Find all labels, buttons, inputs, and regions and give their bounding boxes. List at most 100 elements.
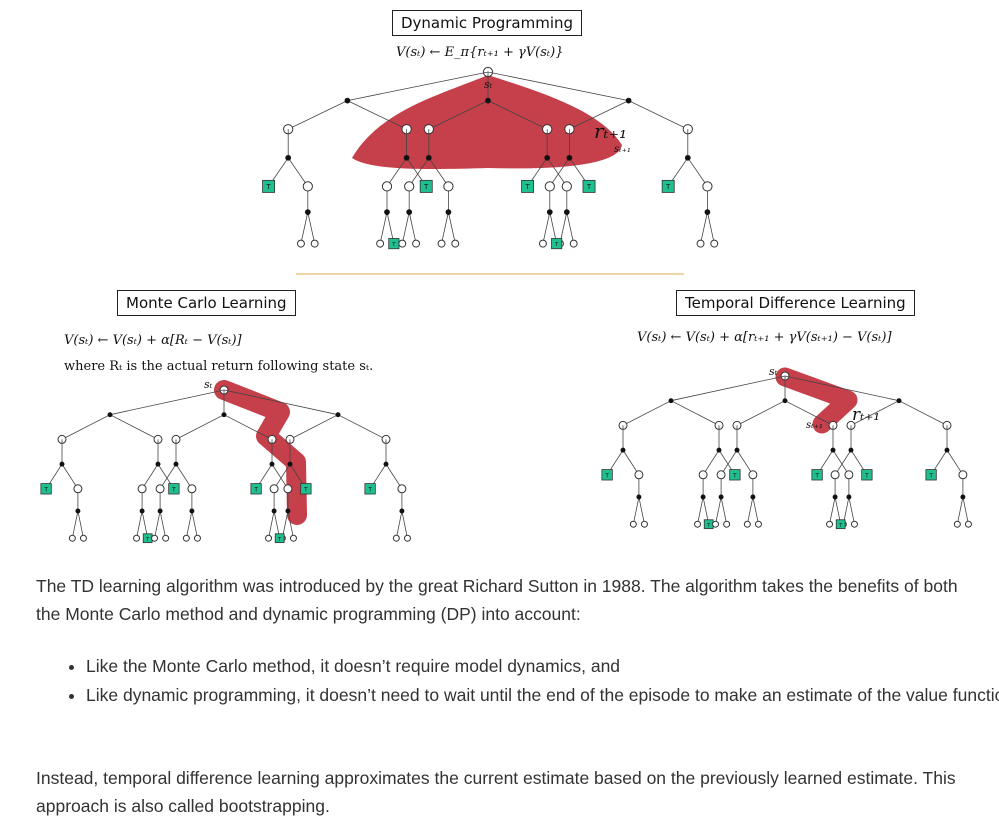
tree-edge <box>687 157 708 187</box>
dp-formula: V(sₜ) ← E_π{rₜ₊₁ + γV(sₜ)} <box>396 45 564 60</box>
state-node <box>754 520 762 528</box>
terminal-node <box>811 469 823 481</box>
tree-edge <box>715 496 722 525</box>
terminal-node <box>300 483 312 495</box>
action-node <box>563 209 570 215</box>
terminal-node <box>262 179 276 193</box>
action-node <box>734 447 740 453</box>
tree-edge <box>71 510 79 539</box>
action-node <box>304 209 311 215</box>
bootstrapping-paragraph: Instead, temporal difference learning ap… <box>36 768 956 816</box>
state-node <box>269 484 279 494</box>
tree-edge <box>632 496 640 525</box>
tree-edge <box>549 157 570 187</box>
state-node <box>437 239 446 248</box>
tree-edge <box>109 389 225 416</box>
tree-edge <box>408 157 430 187</box>
state-node <box>698 470 708 480</box>
state-node <box>743 520 751 528</box>
state-node <box>404 181 415 192</box>
state-node <box>451 239 460 248</box>
tree-edge <box>962 496 969 525</box>
terminal-node <box>551 238 563 250</box>
tree-edge <box>185 510 193 539</box>
tree-edge <box>829 496 836 525</box>
terminal-node <box>40 483 52 495</box>
tree-edge <box>61 414 111 440</box>
action-node <box>846 494 852 500</box>
action-node <box>684 154 691 161</box>
tree-edge <box>848 496 855 525</box>
state-node <box>392 534 400 542</box>
state-node <box>826 520 834 528</box>
action-node <box>445 209 452 215</box>
tree-edge <box>77 510 84 539</box>
tree-edge <box>784 400 834 426</box>
terminal-label: T <box>423 183 429 191</box>
state-node <box>151 534 159 542</box>
terminal-label: T <box>43 487 48 493</box>
action-node <box>285 154 292 161</box>
state-node <box>634 470 644 480</box>
tree-edge <box>622 400 672 426</box>
tree-edge <box>670 375 786 402</box>
tree-edge <box>271 463 289 490</box>
action-node <box>544 154 551 161</box>
action-node <box>399 508 405 514</box>
terminal-node <box>250 483 262 495</box>
tree-edge <box>834 449 852 476</box>
action-node <box>620 447 626 453</box>
action-node <box>344 97 351 104</box>
state-node <box>844 470 854 480</box>
action-node <box>716 447 722 453</box>
action-node <box>566 154 573 161</box>
action-node <box>383 461 389 467</box>
action-node <box>269 461 275 467</box>
tree-edge <box>832 449 850 476</box>
tree-edge <box>288 100 348 130</box>
action-node <box>59 461 65 467</box>
tree-edge <box>175 463 193 490</box>
action-node <box>700 494 706 500</box>
tree-edge <box>542 212 551 244</box>
state-node <box>443 181 454 192</box>
tree-edge <box>702 449 720 476</box>
action-node <box>848 447 854 453</box>
mc-note: where Rₜ is the actual return following … <box>64 359 374 374</box>
tree-edge <box>289 414 339 440</box>
tree-edge <box>487 100 548 130</box>
tree-edge <box>946 449 964 476</box>
tree-edge <box>670 400 720 426</box>
tree-edge <box>401 212 410 244</box>
terminal-node <box>661 179 675 193</box>
tree-edge <box>408 212 417 244</box>
dp-reward-label: rₜ₊₁ <box>594 119 627 143</box>
action-node <box>335 412 341 418</box>
tree-edge <box>191 510 198 539</box>
terminal-label: T <box>253 487 258 493</box>
tree-edge <box>720 496 728 525</box>
action-node <box>636 494 642 500</box>
td-formula: V(sₜ) ← V(sₜ) + α[rₜ₊₁ + γV(sₜ₊₁) − V(sₜ… <box>637 330 892 345</box>
state-node <box>850 520 858 528</box>
state-node <box>696 239 705 248</box>
tree-edge <box>638 496 645 525</box>
state-node <box>137 484 147 494</box>
terminal-label: T <box>838 523 842 529</box>
state-node <box>830 470 840 480</box>
state-node <box>569 239 578 248</box>
terminal-node <box>582 179 596 193</box>
action-node <box>425 154 432 161</box>
terminal-label: T <box>303 487 308 493</box>
terminal-node <box>419 179 433 193</box>
state-node <box>953 520 961 528</box>
tree-edge <box>784 375 900 402</box>
action-node <box>189 508 195 514</box>
tree-edge <box>441 212 449 244</box>
tree-edge <box>428 157 449 187</box>
action-node <box>718 494 724 500</box>
state-node <box>193 534 201 542</box>
benefits-list: Like the Monte Carlo method, it doesn’t … <box>36 652 999 710</box>
